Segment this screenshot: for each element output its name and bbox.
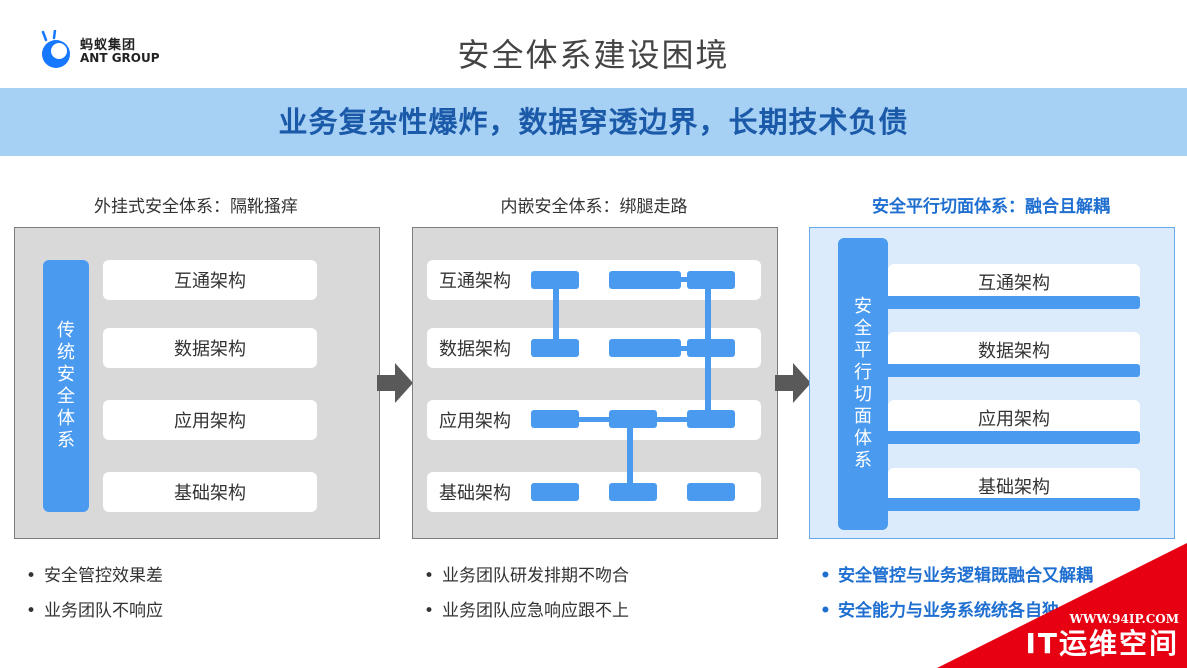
bullet-item: • 业务团队应急响应跟不上 (424, 596, 629, 621)
ant-logo-icon (41, 30, 70, 68)
panel-parallel-aspect: 互通架构 数据架构 应用架构 基础架构 安全平行切面体系 (809, 227, 1175, 539)
component-block (609, 271, 681, 289)
parallel-aspect-bar: 安全平行切面体系 (838, 238, 888, 530)
arrow-right-icon (377, 363, 413, 403)
watermark-triangle (937, 543, 1187, 668)
bullet-dot-icon: • (820, 566, 831, 586)
layer-interop: 互通架构 (103, 260, 317, 300)
aspect-line (888, 498, 1140, 511)
connector-line (575, 417, 615, 422)
arrow-right-icon (775, 363, 811, 403)
bullet-dot-icon: • (424, 566, 435, 586)
bullet-item: • 安全管控效果差 (26, 561, 163, 586)
panel-3-title: 安全平行切面体系：融合且解耦 (872, 197, 1110, 217)
banner: 业务复杂性爆炸，数据穿透边界，长期技术负债 (0, 88, 1187, 156)
component-block (609, 339, 681, 357)
traditional-security-bar: 传统安全体系 (43, 260, 89, 512)
component-block (531, 410, 579, 428)
logo-chinese-text: 蚂蚁集团 (80, 38, 137, 53)
component-block (687, 271, 735, 289)
component-block (531, 339, 579, 357)
component-block (609, 483, 657, 501)
ant-group-logo: 蚂蚁集团 ANT GROUP (38, 28, 178, 72)
watermark-name: IT运维空间 (1025, 627, 1179, 660)
bullet-item: • 业务团队不响应 (26, 596, 163, 621)
connector-line (655, 417, 693, 422)
layer-interop: 互通架构 (888, 264, 1140, 300)
layer-infrastructure: 基础架构 (103, 472, 317, 512)
bullet-dot-icon: • (820, 601, 831, 621)
component-block (531, 271, 579, 289)
bullet-dot-icon: • (424, 601, 435, 621)
component-block (687, 339, 735, 357)
parallel-aspect-label: 安全平行切面体系 (854, 296, 872, 471)
bullet-item: • 业务团队研发排期不吻合 (424, 561, 629, 586)
watermark: WWW.94IP.COM IT运维空间 (937, 543, 1187, 668)
bullet-dot-icon: • (26, 566, 37, 586)
connector-line (627, 426, 633, 488)
banner-text: 业务复杂性爆炸，数据穿透边界，长期技术负债 (278, 105, 909, 139)
layer-application: 应用架构 (103, 400, 317, 440)
panel-traditional: 传统安全体系 互通架构 数据架构 应用架构 基础架构 (14, 227, 380, 539)
bullet-text: 业务团队应急响应跟不上 (442, 601, 629, 621)
panel-embedded: 互通架构 数据架构 应用架构 基础架构 (412, 227, 778, 539)
page-title: 安全体系建设困境 (457, 36, 730, 74)
component-block (609, 410, 657, 428)
layer-data: 数据架构 (103, 328, 317, 368)
layer-data: 数据架构 (888, 332, 1140, 368)
bullet-text: 安全管控效果差 (44, 566, 163, 586)
aspect-line (888, 364, 1140, 377)
connector-line (553, 286, 559, 346)
component-block (687, 483, 735, 501)
panel-2-title: 内嵌安全体系：绑腿走路 (500, 197, 688, 217)
bullet-text: 业务团队研发排期不吻合 (442, 566, 629, 586)
watermark-url: WWW.94IP.COM (1069, 612, 1179, 626)
panel-1-title: 外挂式安全体系：隔靴搔痒 (94, 197, 298, 217)
logo-english-text: ANT GROUP (80, 51, 160, 65)
component-block (687, 410, 735, 428)
traditional-security-label: 传统安全体系 (57, 320, 75, 451)
bullet-dot-icon: • (26, 601, 37, 621)
bullet-text: 业务团队不响应 (44, 601, 163, 621)
layer-application: 应用架构 (888, 400, 1140, 436)
component-block (531, 483, 579, 501)
aspect-line (888, 296, 1140, 309)
aspect-line (888, 431, 1140, 444)
